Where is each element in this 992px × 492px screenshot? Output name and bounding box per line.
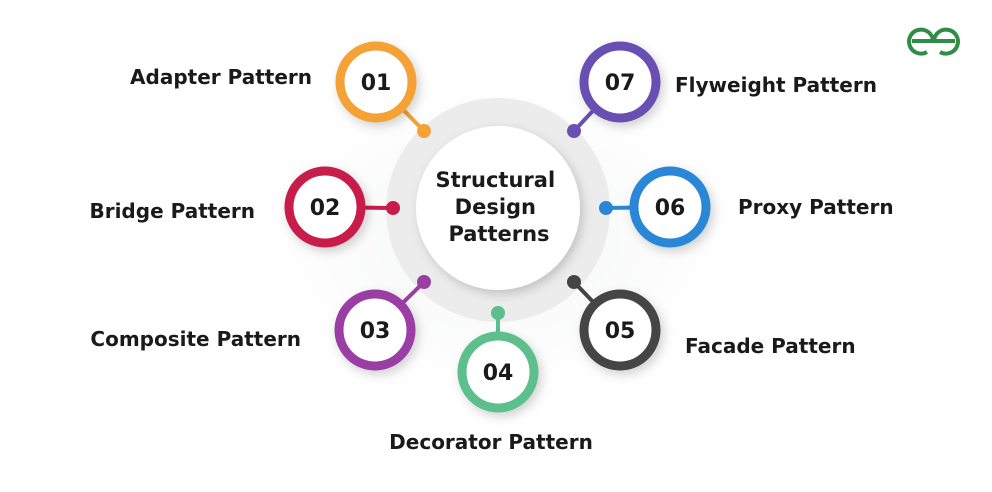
node-number: 06 bbox=[655, 196, 686, 221]
connector-dot bbox=[386, 201, 400, 215]
node-02: 02 Bridge Pattern bbox=[89, 166, 400, 248]
node-label: Adapter Pattern bbox=[130, 65, 312, 89]
connector-dot bbox=[417, 275, 431, 289]
connector-dot bbox=[599, 201, 613, 215]
number-ring bbox=[334, 289, 416, 371]
node-number: 07 bbox=[605, 71, 636, 96]
number-ring bbox=[335, 41, 417, 123]
number-ring bbox=[457, 331, 539, 413]
connector-dot bbox=[491, 306, 505, 320]
node-label: Proxy Pattern bbox=[738, 195, 894, 219]
node-number: 03 bbox=[360, 319, 391, 344]
node-01: 01 Adapter Pattern bbox=[130, 41, 431, 138]
number-ring bbox=[629, 166, 711, 248]
center-title: Structural Design Patterns bbox=[436, 168, 563, 246]
node-06: 06 Proxy Pattern bbox=[599, 166, 894, 248]
node-number: 05 bbox=[605, 319, 636, 344]
node-number: 02 bbox=[310, 196, 341, 221]
node-label: Facade Pattern bbox=[685, 334, 856, 358]
number-ring bbox=[579, 289, 661, 371]
node-label: Flyweight Pattern bbox=[675, 73, 877, 97]
node-label: Composite Pattern bbox=[90, 327, 301, 351]
gfg-logo bbox=[907, 27, 960, 56]
number-ring bbox=[579, 41, 661, 123]
connector-dot bbox=[417, 124, 431, 138]
node-label: Bridge Pattern bbox=[89, 199, 255, 223]
node-label: Decorator Pattern bbox=[389, 430, 593, 454]
node-number: 04 bbox=[483, 361, 514, 386]
pattern-nodes: 01 Adapter Pattern 02 Bridge Pattern 03 Compo… bbox=[89, 41, 894, 454]
node-number: 01 bbox=[361, 71, 392, 96]
node-03: 03 Composite Pattern bbox=[90, 275, 431, 371]
connector-dot bbox=[567, 124, 581, 138]
connector-dot bbox=[567, 275, 581, 289]
node-07: 07 Flyweight Pattern bbox=[567, 41, 877, 138]
number-ring bbox=[284, 166, 366, 248]
center-circle bbox=[416, 126, 580, 290]
